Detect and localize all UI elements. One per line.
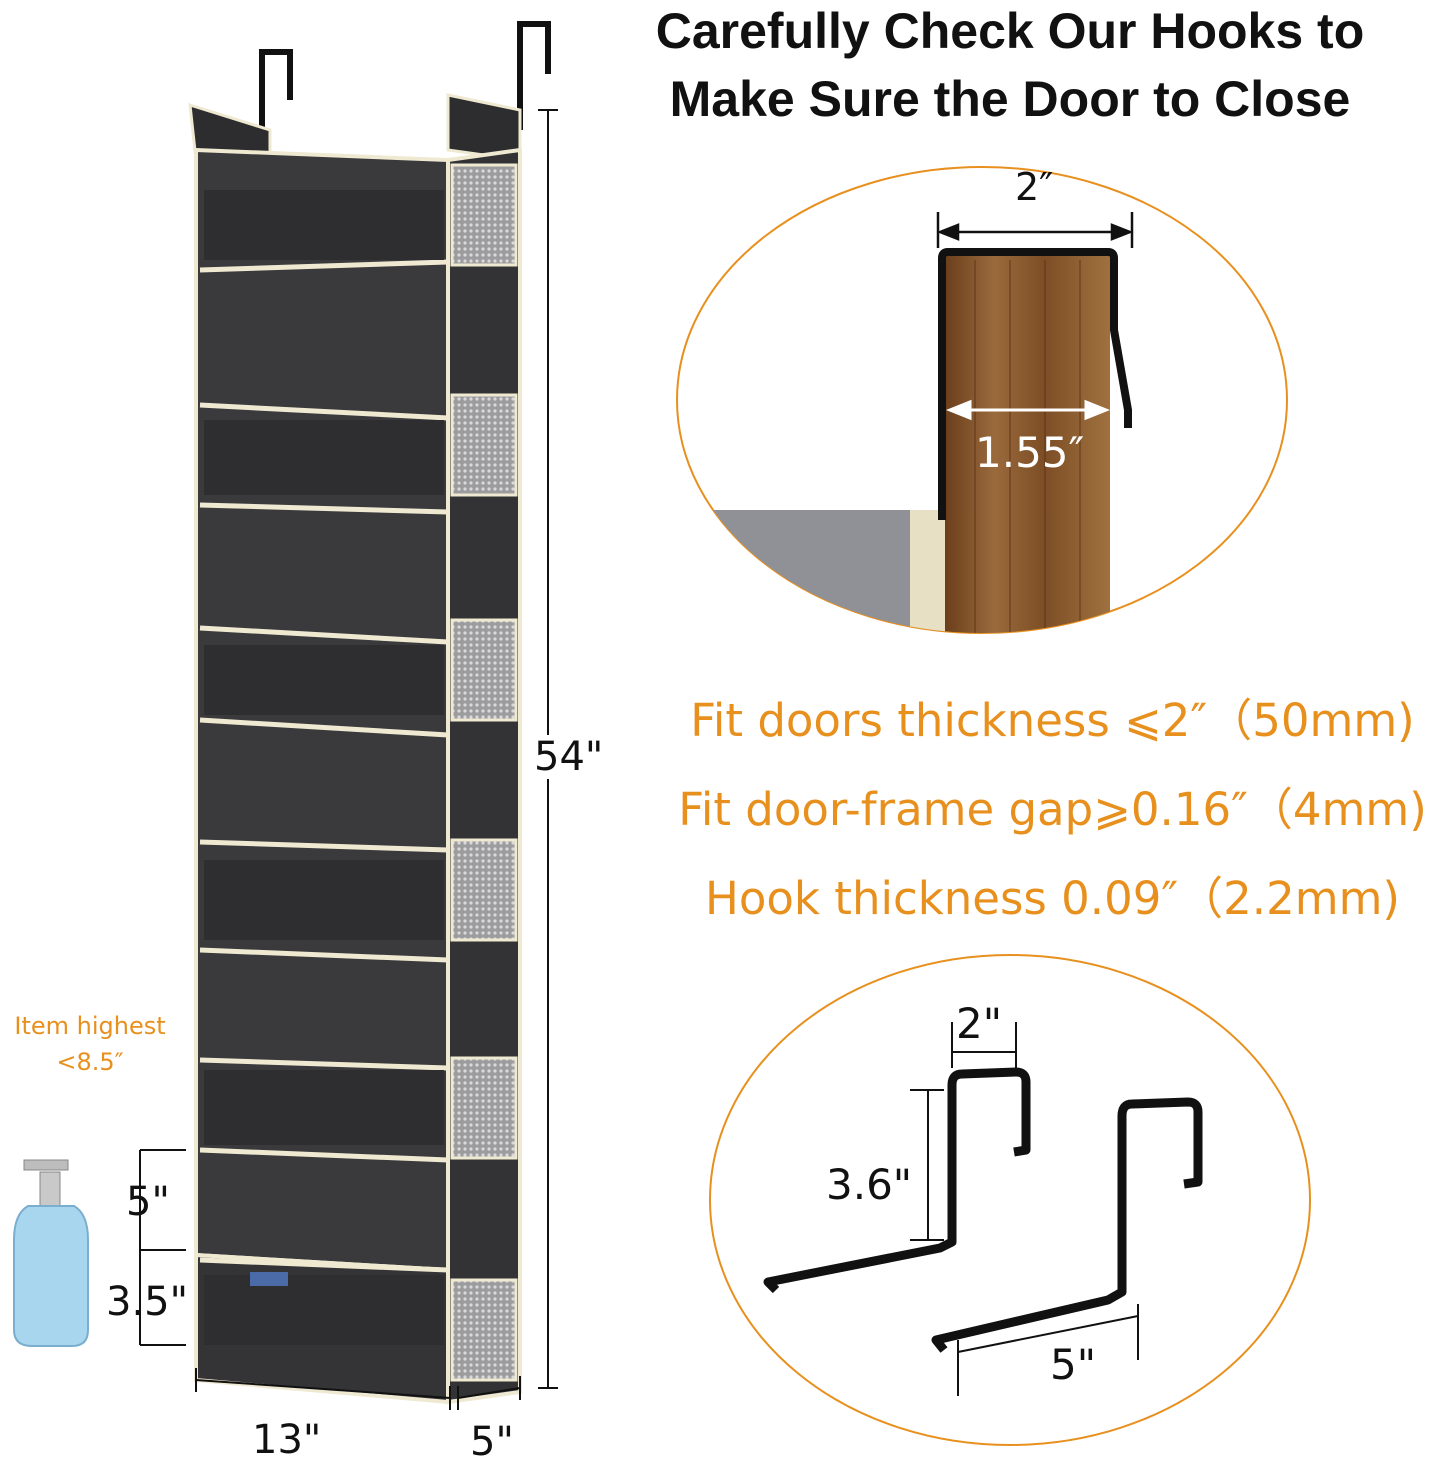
hook-front-icon bbox=[763, 1067, 1031, 1294]
hook-pair-width-label: 2" bbox=[956, 999, 1003, 1048]
hook-back-icon bbox=[931, 1097, 1203, 1353]
soap-bottle-icon bbox=[13, 1159, 89, 1347]
hook-profile-icon bbox=[938, 248, 1132, 520]
door-panel bbox=[945, 255, 1110, 633]
hook-inner-width-label: 1.55″ bbox=[975, 428, 1085, 477]
item-note-line-2: <8.5″ bbox=[56, 1048, 124, 1076]
brand-tag bbox=[250, 1272, 288, 1286]
width-dimension-label: 13" bbox=[252, 1417, 322, 1463]
left-hook-icon bbox=[259, 49, 293, 160]
depth-dimension-label: 5" bbox=[470, 1419, 514, 1465]
hook-pair-length-label: 5" bbox=[1050, 1340, 1097, 1389]
pocket-height-label: 5" bbox=[126, 1179, 170, 1225]
spec-door-thickness: Fit doors thickness ⩽2″（50mm) bbox=[690, 694, 1415, 747]
headline-line-2: Make Sure the Door to Close bbox=[669, 71, 1351, 127]
right-hook-icon bbox=[517, 21, 551, 130]
hook-pair-height-label: 3.6" bbox=[826, 1160, 913, 1209]
hook-outer-width-label: 2″ bbox=[1015, 165, 1054, 209]
height-dimension-label: 54" bbox=[530, 735, 608, 779]
spec-hook-thickness: Hook thickness 0.09″（2.2mm) bbox=[705, 872, 1400, 925]
item-note-line-1: Item highest bbox=[14, 1012, 166, 1040]
spec-frame-gap: Fit door-frame gap⩾0.16″（4mm) bbox=[678, 783, 1427, 836]
lower-pocket-height-label: 3.5" bbox=[106, 1279, 189, 1325]
headline-line-1: Carefully Check Our Hooks to bbox=[655, 3, 1365, 59]
